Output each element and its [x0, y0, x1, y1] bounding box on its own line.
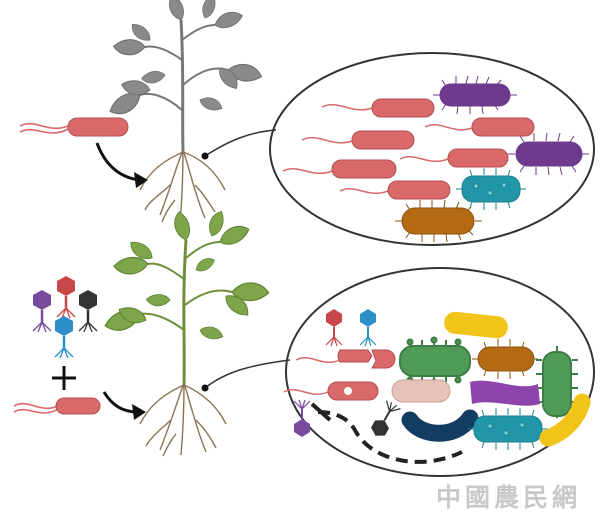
- bacterium-icon: [321, 98, 435, 118]
- tomato-plant-icon: [105, 0, 265, 153]
- plus-icon: [52, 366, 76, 390]
- bacterium-icon: [433, 75, 517, 115]
- phage-treated-plant-panel: [13, 208, 595, 477]
- bacterium-icon: [401, 409, 479, 442]
- lysing-bacterium-icon: [295, 349, 396, 369]
- bacterium-icon: [395, 199, 482, 243]
- bacterium-icon: [536, 346, 578, 418]
- bacterium-icon: [444, 311, 508, 339]
- watermark: 中國農民網: [436, 483, 582, 512]
- bacterium-icon: [456, 168, 526, 210]
- inhibition-bar: [310, 402, 332, 422]
- tomato-plant-icon: [102, 208, 271, 386]
- bacterium-icon: [391, 379, 451, 403]
- pathogen-bacterium-icon: [19, 117, 129, 137]
- bacterium-icon: [399, 148, 509, 168]
- callout-connector-top: [204, 129, 277, 157]
- arrow-icon-top: [95, 142, 141, 182]
- bacterium-icon: [424, 117, 535, 137]
- bacteriophage-icon: [78, 290, 98, 333]
- bacteriophage-icon: [371, 400, 401, 436]
- callout-bacteria-top: [282, 75, 589, 243]
- callout-connector-bottom: [204, 359, 291, 389]
- inhibition-path: [317, 410, 463, 464]
- bacteriophage-icon: [293, 399, 311, 437]
- bacterium-icon: [539, 393, 591, 447]
- root-zone-point-top: [201, 152, 209, 160]
- bacteriophage-icon: [359, 309, 377, 347]
- root-zone-point-bottom: [201, 384, 209, 392]
- roots-top: [139, 149, 226, 223]
- bacteriophage-icon: [325, 309, 343, 347]
- arrowhead-bottom: [132, 404, 146, 420]
- bacterium-icon: [282, 159, 397, 179]
- pathogen-bacterium-icon: [13, 397, 101, 415]
- callout-bacteria-bottom: [283, 309, 591, 464]
- roots-bottom: [139, 382, 227, 457]
- bacterium-icon: [508, 132, 589, 176]
- bacteriophage-icon: [32, 290, 52, 333]
- bacteriophage-icon: [54, 316, 74, 359]
- arrowhead-top: [134, 172, 148, 188]
- bacterium-icon: [472, 339, 538, 379]
- bacterium-icon: [468, 408, 548, 450]
- bacterium-icon: [399, 336, 471, 386]
- bacterium-icon: [470, 380, 540, 406]
- lysing-bacterium-icon: [283, 381, 379, 401]
- diseased-plant-panel: [19, 0, 595, 246]
- bacterium-icon: [301, 130, 415, 150]
- bacterium-icon: [339, 180, 451, 200]
- bacteriophage-icon: [56, 276, 76, 319]
